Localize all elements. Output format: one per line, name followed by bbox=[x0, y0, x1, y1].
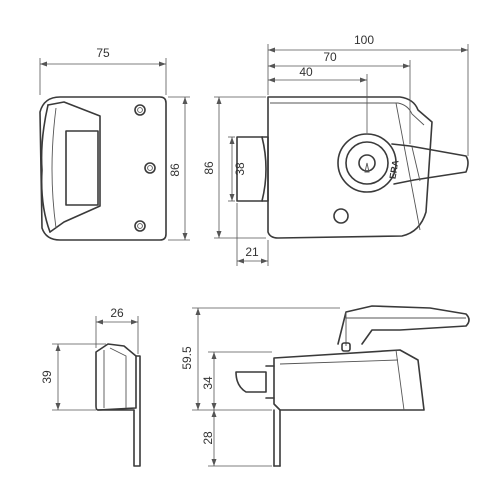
bottom-side-view: 59.5 34 28 bbox=[180, 305, 470, 467]
side-lock-view: ERA 100 70 40 86 38 bbox=[202, 33, 469, 266]
brand-mark: ERA bbox=[387, 159, 400, 180]
dim-side-total: 100 bbox=[354, 33, 374, 47]
dim-bottom-height: 59.5 bbox=[180, 346, 194, 370]
dim-end-height: 39 bbox=[40, 370, 54, 384]
dim-side-mid: 70 bbox=[323, 50, 337, 64]
dim-bottom-body: 34 bbox=[201, 376, 215, 390]
dim-side-short: 40 bbox=[299, 65, 313, 79]
dim-side-height: 86 bbox=[202, 161, 216, 175]
dim-bottom-plate: 28 bbox=[201, 431, 215, 445]
dim-end-depth: 26 bbox=[110, 306, 124, 320]
dim-front-width: 75 bbox=[96, 46, 110, 60]
dim-bolt-depth: 21 bbox=[245, 245, 259, 259]
end-view: 26 39 bbox=[40, 306, 141, 467]
dim-front-height: 86 bbox=[168, 163, 182, 177]
front-plate-view: 75 86 bbox=[39, 46, 190, 241]
dim-bolt-height: 38 bbox=[233, 162, 247, 176]
